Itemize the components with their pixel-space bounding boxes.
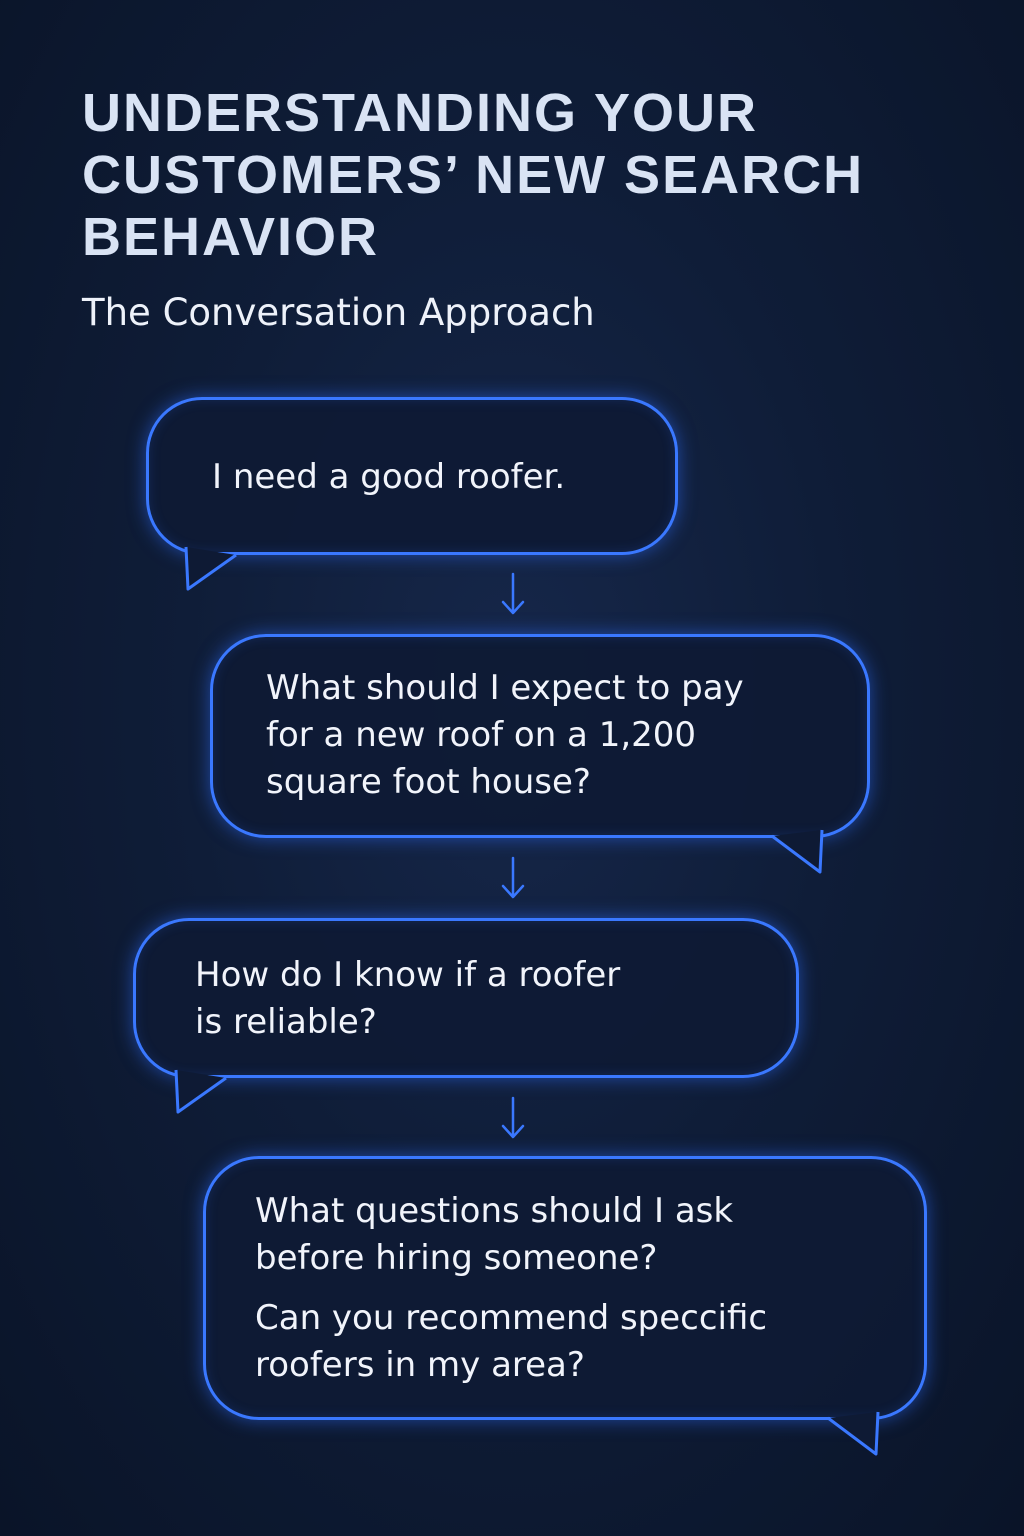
down-arrow-icon — [501, 572, 525, 615]
bubble-4-text-question-2: Can you recommend speccific roofers in m… — [255, 1295, 767, 1389]
speech-bubble-tail — [827, 1411, 880, 1456]
speech-bubble-1 — [146, 397, 678, 555]
speech-bubble-tail — [184, 546, 237, 591]
speech-bubble-3 — [133, 918, 799, 1078]
page-title: UNDERSTANDING YOUR CUSTOMERS’ NEW SEARCH… — [82, 82, 962, 268]
speech-bubble-tail — [174, 1069, 227, 1114]
speech-bubble-4 — [203, 1156, 927, 1420]
down-arrow-icon — [501, 1096, 525, 1139]
bubble-2-text: What should I expect to pay for a new ro… — [266, 665, 744, 806]
bubble-4-text-question-1: What questions should I ask before hirin… — [255, 1188, 733, 1282]
bubble-text-line: Can you recommend speccific — [255, 1298, 768, 1338]
bubble-text-line: I need a good roofer. — [212, 457, 566, 497]
bubble-text-line: square foot house? — [266, 762, 591, 802]
bubble-text-line: is reliable? — [195, 1002, 377, 1042]
page-subtitle: The Conversation Approach — [82, 291, 595, 334]
bubble-3-text: How do I know if a roofer is reliable? — [195, 952, 620, 1046]
speech-bubble-tail — [771, 829, 824, 874]
speech-bubble-2 — [210, 634, 870, 838]
bubble-text-line: What should I expect to pay — [266, 668, 744, 708]
title-line: CUSTOMERS’ NEW SEARCH — [82, 145, 865, 205]
bubble-text-line: roofers in my area? — [255, 1345, 585, 1385]
title-line: UNDERSTANDING YOUR — [82, 83, 759, 143]
bubble-text-line: How do I know if a roofer — [195, 955, 621, 995]
bubble-1-text: I need a good roofer. — [212, 454, 565, 501]
bubble-text-line: for a new roof on a 1,200 — [266, 715, 697, 755]
bubble-text-line: before hiring someone? — [255, 1238, 658, 1278]
down-arrow-icon — [501, 856, 525, 899]
title-line: BEHAVIOR — [82, 207, 380, 267]
bubble-text-line: What questions should I ask — [255, 1191, 734, 1231]
